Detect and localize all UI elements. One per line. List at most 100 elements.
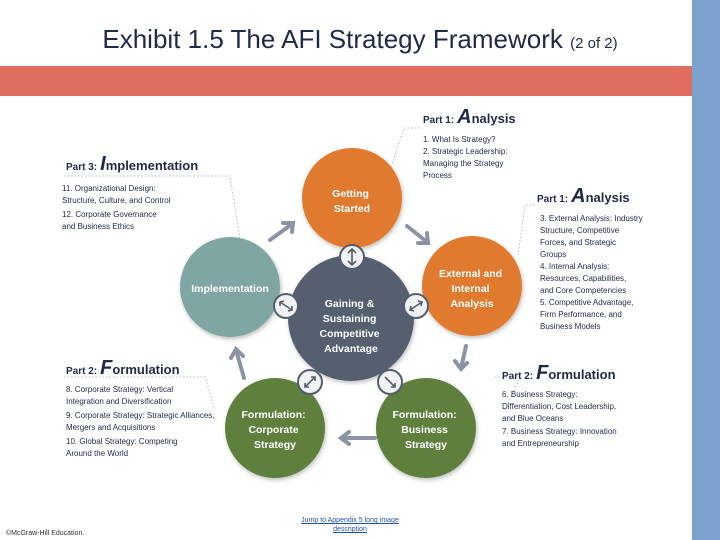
leader-lines [64, 127, 535, 411]
badge-top-icon [339, 244, 365, 270]
implementation-line-1: Implementation [191, 283, 269, 295]
getting-started-line-2: Started [334, 203, 370, 215]
analysis-top-item-1: 1. What Is Strategy? [423, 135, 496, 144]
part-formulation-left-initial: F [100, 357, 113, 379]
part-implementation: Part 3:Implementation 11. Organizational… [62, 153, 198, 231]
formulation-right-item-4: 7. Business Strategy: Innovation [502, 427, 617, 436]
analysis-right-item-4: Groups [540, 250, 566, 259]
leader-analysis-top [389, 127, 420, 171]
title-text: Exhibit 1.5 The AFI Strategy Framework [102, 24, 563, 54]
analysis-right-item-10: Business Models [540, 322, 600, 331]
center-line-3: Competitive [319, 328, 379, 340]
part-analysis-right-rest: nalysis [586, 190, 630, 205]
analysis-right-item-5: 4. Internal Analysis: [540, 262, 609, 271]
part-implementation-items: 11. Organizational Design: Structure, Cu… [62, 184, 173, 231]
part-implementation-initial: I [100, 153, 106, 175]
leader-formulation-right [495, 376, 521, 411]
part-analysis-right-items: 3. External Analysis: Industry Structure… [540, 214, 645, 331]
appendix-link-line-2[interactable]: description [333, 526, 367, 533]
leader-implementation [64, 175, 241, 241]
arrow-to-getting-started-icon [268, 221, 296, 242]
part-formulation-left-heading: Part 2:Formulation [66, 357, 180, 379]
analysis-right-item-3: Forces, and Strategic [540, 238, 616, 247]
formulation-right-item-3: and Blue Oceans [502, 414, 563, 423]
badge-right-icon [403, 293, 429, 319]
analysis-right-item-6: Resources, Capabilities, [540, 274, 626, 283]
title-band [0, 66, 692, 96]
external-internal-line-2: Internal [452, 283, 490, 295]
business-strategy-label: Formulation: Business Strategy [392, 409, 459, 451]
analysis-right-item-9: Firm Performance, and [540, 310, 622, 319]
badge-bottom-right-icon [377, 369, 403, 395]
analysis-right-item-7: and Core Competencies [540, 286, 626, 295]
getting-started-line-1: Getting [332, 188, 369, 200]
leader-formulation-left [64, 376, 216, 411]
business-line-3: Strategy [405, 439, 447, 451]
part-formulation-left-prefix: Part 2: [66, 366, 97, 377]
formulation-right-item-5: and Entrepreneurship [502, 439, 579, 448]
part-analysis-top-items: 1. What Is Strategy? 2. Strategic Leader… [423, 135, 510, 180]
center-circle [288, 255, 414, 381]
business-line-2: Business [401, 424, 448, 436]
center-line-4: Advantage [324, 343, 378, 355]
getting-started-label: Getting Started [332, 188, 372, 215]
external-internal-label: External and Internal Analysis [439, 268, 505, 310]
analysis-right-item-1: 3. External Analysis: Industry [540, 214, 643, 223]
analysis-right-item-8: 5. Competitive Advantage, [540, 298, 633, 307]
implementation-circle [180, 237, 280, 337]
part-formulation-left-rest: ormulation [112, 362, 179, 377]
part-analysis-top-prefix: Part 1: [423, 115, 454, 126]
part-formulation-right-prefix: Part 2: [502, 371, 533, 382]
part-formulation-right-heading: Part 2:Formulation [502, 362, 616, 384]
implementation-label: Implementation [191, 283, 269, 295]
implementation-item-4: and Business Ethics [62, 222, 134, 231]
external-internal-circle [422, 236, 522, 336]
part-formulation-right-items: 6. Business Strategy: Differentiation, C… [502, 390, 619, 448]
implementation-item-3: 12. Corporate Governance [62, 210, 157, 219]
arrow-to-corporate-icon [337, 430, 377, 446]
cycle-arrows [229, 221, 469, 446]
formulation-right-item-1: 6. Business Strategy: [502, 390, 578, 399]
leader-analysis-right [517, 204, 535, 256]
appendix-link-line-1[interactable]: Jump to Appendix 5 long image [301, 517, 399, 524]
implementation-item-1: 11. Organizational Design: [62, 184, 156, 193]
center-line-1: Gaining & [325, 298, 375, 310]
corporate-line-1: Formulation: [241, 409, 305, 421]
external-internal-line-1: External and [439, 268, 502, 280]
part-analysis-right-heading: Part 1:Analysis [537, 185, 630, 207]
analysis-top-item-4: Process [423, 171, 452, 180]
formulation-left-item-2: Integration and Diversification [66, 397, 171, 406]
analysis-right-item-2: Structure, Competitive [540, 226, 620, 235]
corporate-line-3: Strategy [254, 439, 296, 451]
formulation-left-item-6: Around the World [66, 449, 128, 458]
part-implementation-heading: Part 3:Implementation [66, 153, 198, 175]
arrow-to-implementation-icon [229, 345, 246, 380]
analysis-top-item-2: 2. Strategic Leadership: [423, 147, 508, 156]
business-line-1: Formulation: [392, 409, 456, 421]
part-implementation-prefix: Part 3: [66, 162, 97, 173]
part-formulation-right: Part 2:Formulation 6. Business Strategy:… [502, 362, 619, 448]
appendix-link[interactable]: Jump to Appendix 5 long image description [295, 516, 405, 534]
business-strategy-circle [376, 378, 476, 478]
arrow-to-external-icon [405, 224, 431, 245]
center-label: Gaining & Sustaining Competitive Advanta… [319, 298, 382, 355]
part-analysis-top: Part 1:Analysis 1. What Is Strategy? 2. … [423, 106, 516, 180]
corporate-strategy-circle [225, 378, 325, 478]
part-analysis-top-initial: A [456, 106, 471, 128]
part-implementation-rest: mplementation [106, 158, 199, 173]
formulation-right-item-2: Differentiation, Cost Leadership, [502, 402, 616, 411]
part-formulation-left: Part 2:Formulation 8. Corporate Strategy… [66, 357, 217, 458]
part-analysis-right-prefix: Part 1: [537, 194, 568, 205]
part-analysis-right: Part 1:Analysis 3. External Analysis: In… [537, 185, 645, 331]
corporate-strategy-label: Formulation: Corporate Strategy [241, 409, 308, 451]
formulation-left-item-1: 8. Corporate Strategy: Vertical [66, 385, 173, 394]
getting-started-circle [302, 148, 402, 248]
formulation-left-item-3: 9. Corporate Strategy: Strategic Allianc… [66, 411, 215, 420]
connector-badges [273, 244, 429, 395]
external-internal-line-3: Analysis [450, 298, 493, 310]
copyright-notice: ©McGraw-Hill Education. [6, 530, 85, 537]
formulation-left-item-4: Mergers and Acquisitions [66, 423, 155, 432]
corporate-line-2: Corporate [248, 424, 298, 436]
part-formulation-right-initial: F [536, 362, 549, 384]
part-formulation-left-items: 8. Corporate Strategy: Vertical Integrat… [66, 385, 217, 458]
